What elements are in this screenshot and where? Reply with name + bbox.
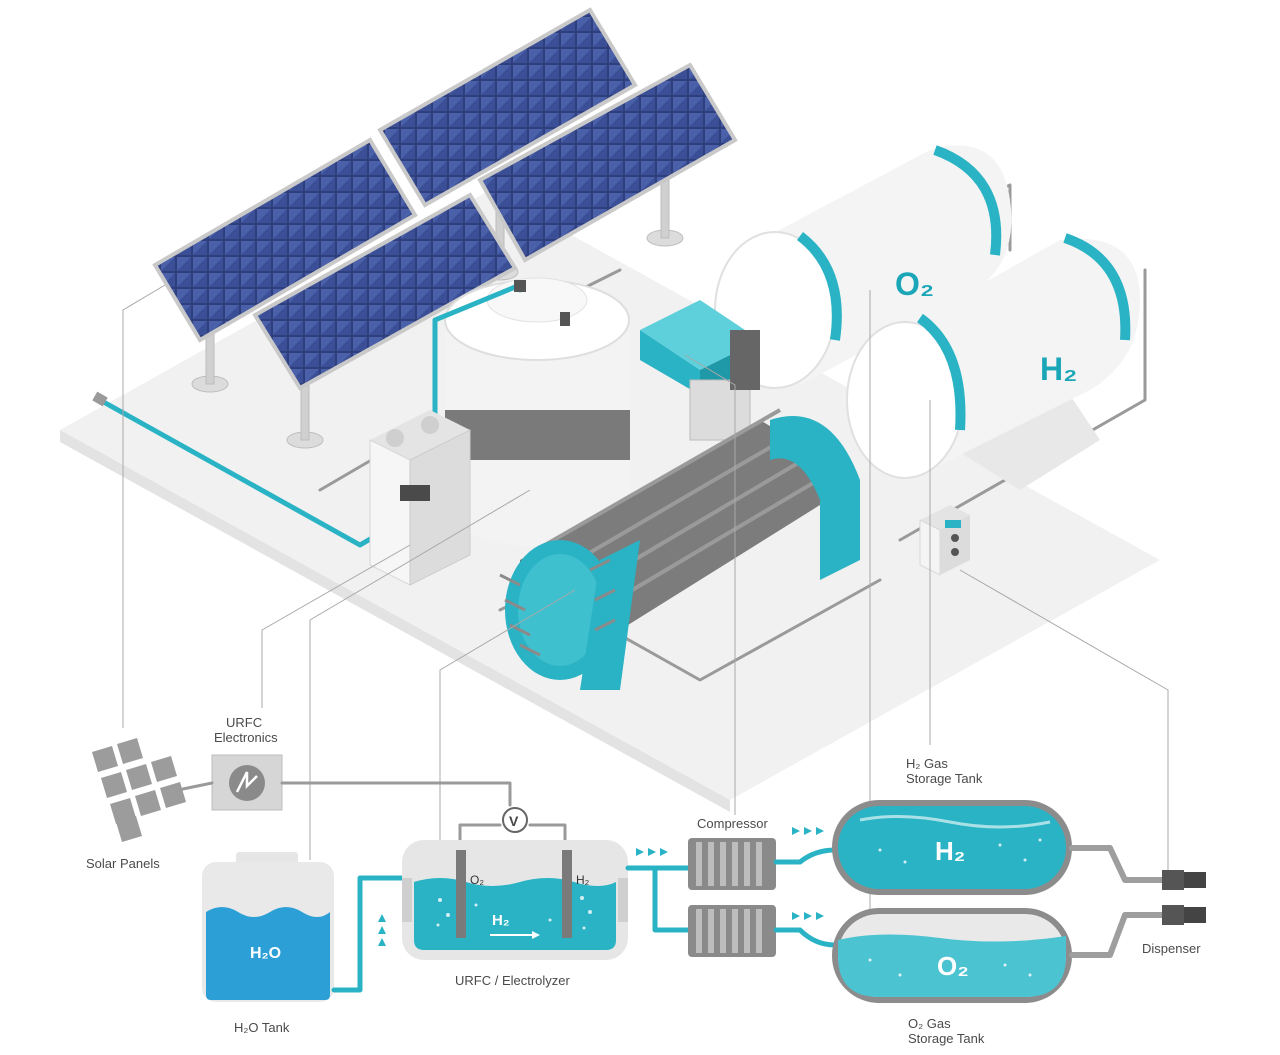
- store-h2-mark: H₂: [935, 836, 965, 866]
- compressor-h2-schematic: [688, 838, 776, 890]
- storage-feed-pipes: [773, 847, 838, 948]
- cell-o2-mark: O₂: [470, 873, 484, 887]
- water-tank-schematic: H₂O: [202, 852, 334, 1002]
- h2o-tank-label: H₂O Tank: [234, 1020, 290, 1035]
- o2-storage-label-1: O₂ Gas: [908, 1016, 951, 1031]
- urfc-electronics-label-1: URFC: [226, 715, 262, 730]
- electronics-cabinet-3d: [369, 410, 471, 586]
- water-tank-mark: H₂O: [250, 945, 281, 962]
- dispenser-label: Dispenser: [1142, 941, 1201, 956]
- voltmeter-symbol: V: [509, 813, 519, 829]
- urfc-electrolyzer-label: URFC / Electrolyzer: [455, 973, 571, 988]
- gas-pipes: [625, 865, 693, 933]
- dispenser-nozzles: [1162, 870, 1206, 925]
- dispenser-pipes: [1069, 845, 1168, 958]
- solar-panel-array: [152, 7, 738, 391]
- cell-h2-mark: H₂: [576, 873, 590, 887]
- h2-storage-label-2: Storage Tank: [906, 771, 983, 786]
- compressor-o2-schematic: [688, 905, 776, 957]
- o2-storage-tank-schematic: O₂: [832, 908, 1072, 1003]
- large-hydrogen-tank: H₂: [846, 233, 1140, 490]
- electrolyzer-stack-3d: [499, 408, 860, 690]
- voltmeter-icon: [502, 807, 528, 833]
- water-tank-3d: [432, 277, 630, 546]
- urfc-electronics-icon: [211, 754, 283, 811]
- store-o2-mark: O₂: [937, 951, 969, 981]
- compressor-unit-3d: [640, 300, 760, 441]
- urfc-electronics-label-2: Electronics: [214, 730, 278, 745]
- h2-storage-tank-schematic: H₂: [832, 800, 1072, 895]
- large-h2-mark: H₂: [1040, 351, 1077, 387]
- h2-storage-label-1: H₂ Gas: [906, 756, 948, 771]
- o2-storage-label-2: Storage Tank: [908, 1031, 985, 1046]
- cell-flow-mark: H₂: [492, 912, 510, 929]
- leader-lines: [122, 284, 1169, 915]
- large-o2-mark: O₂: [895, 266, 934, 302]
- water-feed-pipe: [331, 875, 405, 993]
- compressor-label: Compressor: [697, 816, 768, 831]
- solar-panels-label: Solar Panels: [86, 856, 160, 871]
- solar-panels-icon: [92, 738, 186, 842]
- electrolyzer-schematic: [402, 840, 628, 960]
